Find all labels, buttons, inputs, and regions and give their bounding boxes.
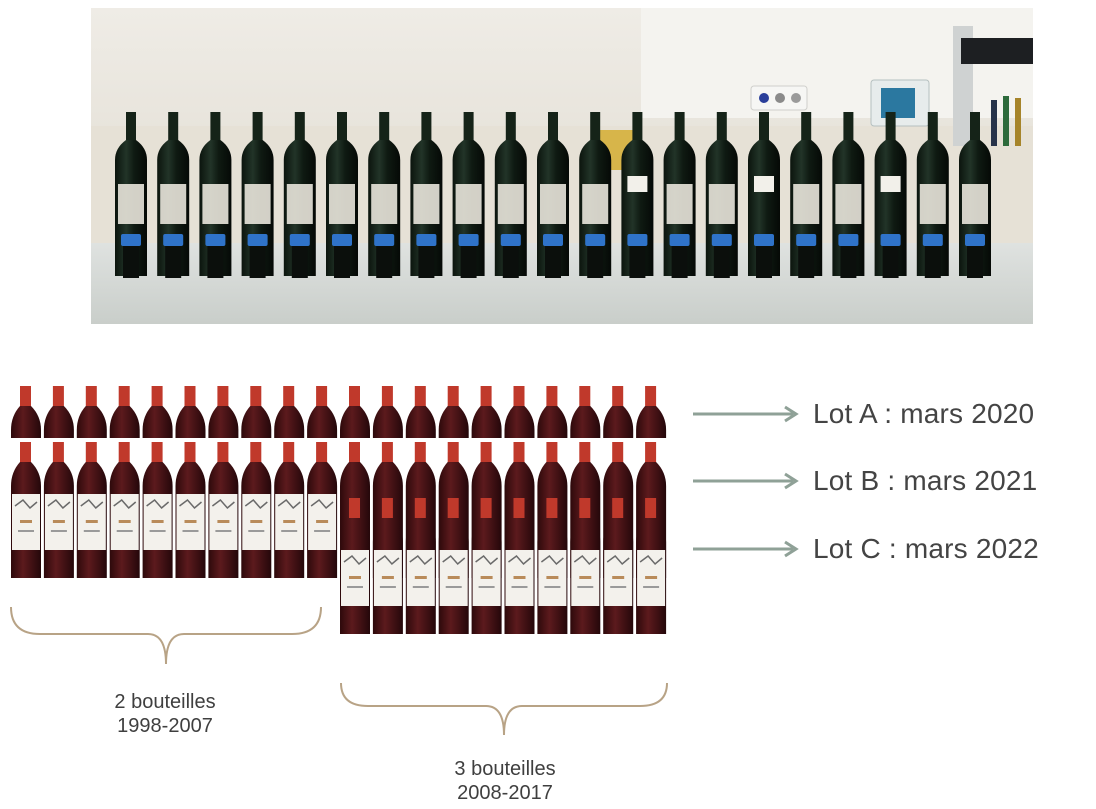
grid-bottle [636, 498, 667, 634]
grid-bottle [603, 498, 634, 634]
grid-bottle [570, 498, 601, 634]
group-2-years: 2008-2017 [457, 782, 553, 804]
group-1-caption: 2 bouteilles 1998-2007 [85, 690, 245, 738]
photo-bottle [748, 112, 780, 278]
photo-bottle [537, 112, 569, 278]
grid-bottle [175, 442, 206, 578]
grid-bottle [109, 442, 140, 578]
photo-bottle [494, 112, 527, 278]
photo-bottle [283, 112, 316, 278]
grid-bottle [405, 386, 436, 438]
grid-bottle [504, 386, 535, 438]
grid-bottle [76, 386, 107, 438]
photo-bottle [663, 112, 696, 278]
grid-bottle [11, 386, 41, 438]
grid-bottle [241, 442, 272, 578]
photo-bottle [452, 112, 485, 278]
grid-bottle [471, 386, 502, 438]
photo-bottle [115, 112, 147, 278]
grid-bottle [241, 386, 272, 438]
arrow-right-icon [693, 540, 799, 558]
brace-group-1 [10, 606, 322, 665]
group-2-count: 3 bouteilles [454, 758, 556, 780]
grid-bottle [340, 386, 370, 438]
grid-bottle [438, 386, 469, 438]
lot-c-row: Lot C : mars 2022 [693, 529, 1039, 569]
grid-bottle [636, 386, 667, 438]
grid-bottle [405, 498, 436, 634]
lot-b-label: Lot B : mars 2021 [813, 465, 1038, 496]
grid-bottle [43, 386, 74, 438]
group-2-caption: 3 bouteilles 2008-2017 [425, 757, 585, 805]
grid-bottle [570, 386, 601, 438]
photo-bottle-row [115, 112, 991, 278]
arrow-right-icon [693, 472, 799, 490]
photo-bottle [199, 112, 232, 278]
photo-bottle [368, 112, 401, 278]
grid-bottle [11, 442, 41, 578]
bottle-grid [11, 386, 667, 634]
grid-bottle [307, 442, 338, 578]
photo-bottle [410, 112, 443, 278]
photo-bottle [326, 112, 358, 278]
group-1-years: 1998-2007 [117, 715, 213, 737]
arrow-right-icon [693, 405, 799, 423]
photo-bottle [916, 112, 949, 278]
grid-bottle [537, 386, 568, 438]
photo-bottle [621, 112, 654, 278]
photo-bottle [832, 112, 865, 278]
lot-a-label: Lot A : mars 2020 [813, 398, 1035, 429]
grid-bottle [274, 386, 305, 438]
grid-bottle [175, 386, 206, 438]
grid-bottle [43, 442, 74, 578]
grid-bottle [307, 386, 338, 438]
grid-bottle [274, 442, 305, 578]
photo-bottle [241, 112, 274, 278]
grid-bottle [504, 498, 535, 634]
grid-bottle [142, 386, 173, 438]
photo-bottle [874, 112, 907, 278]
photo-bottle [790, 112, 823, 278]
grid-bottle [142, 442, 173, 578]
photo-outlets [750, 85, 808, 111]
photo-bottle [157, 112, 190, 278]
grid-bottle [340, 498, 370, 634]
grid-bottle [372, 498, 403, 634]
grid-bottle [109, 386, 140, 438]
photo-bottle [705, 112, 738, 278]
wine-bottles-photo [91, 8, 1033, 324]
grid-bottle [603, 386, 634, 438]
grid-bottle [438, 498, 469, 634]
photo-pipettes [953, 26, 1033, 146]
brace-group-2 [340, 682, 668, 736]
grid-bottle [76, 442, 107, 578]
grid-bottle [208, 386, 239, 438]
photo-bottle [959, 112, 991, 278]
grid-bottle [537, 498, 568, 634]
group-1-count: 2 bouteilles [114, 691, 216, 713]
photo-device [870, 79, 930, 127]
photo-bottle [579, 112, 612, 278]
grid-bottle [208, 442, 239, 578]
lot-c-label: Lot C : mars 2022 [813, 533, 1039, 564]
grid-bottle [372, 386, 403, 438]
lot-a-row: Lot A : mars 2020 [693, 394, 1034, 434]
grid-bottle [471, 498, 502, 634]
lot-b-row: Lot B : mars 2021 [693, 461, 1037, 501]
